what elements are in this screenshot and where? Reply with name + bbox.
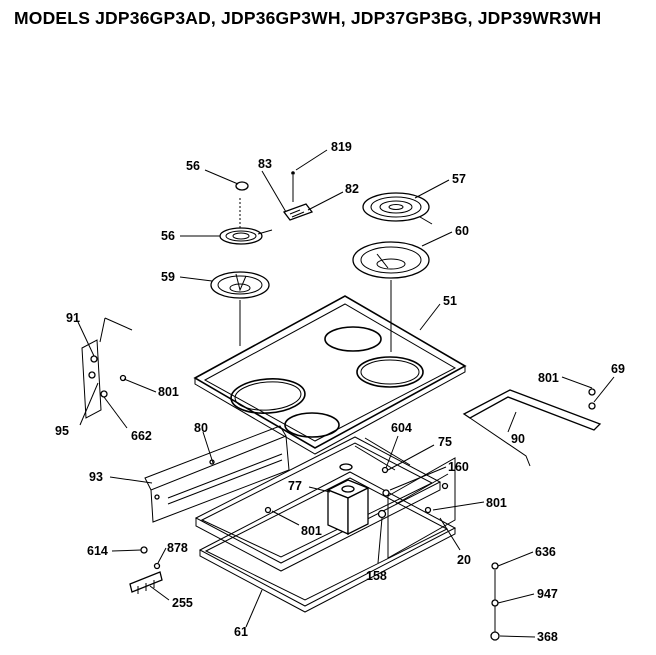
fastener-stack (490, 562, 500, 641)
callout-56a: 56 (186, 159, 200, 173)
screw-801c (264, 506, 272, 514)
page-title: MODELS JDP36GP3AD, JDP36GP3WH, JDP37GP3B… (14, 8, 602, 28)
callout-801a: 801 (158, 385, 179, 399)
callout-77: 77 (288, 479, 302, 493)
drip-pan-small-59 (210, 271, 270, 299)
rear-bracket-90 (462, 388, 602, 467)
callout-614: 614 (87, 544, 108, 558)
callout-69: 69 (611, 362, 625, 376)
callout-368: 368 (537, 630, 558, 644)
callout-947: 947 (537, 587, 558, 601)
callout-59: 59 (161, 270, 175, 284)
callout-604: 604 (391, 421, 412, 435)
callout-90: 90 (511, 432, 525, 446)
leader-lines (77, 149, 615, 638)
callout-61: 61 (234, 625, 248, 639)
callout-160: 160 (448, 460, 469, 474)
switch-block-77 (326, 463, 370, 536)
callout-662: 662 (131, 429, 152, 443)
callout-60: 60 (455, 224, 469, 238)
callout-labels: 56 83 819 82 57 56 60 59 51 91 801 95 66… (55, 140, 625, 644)
callout-83: 83 (258, 157, 272, 171)
callout-95: 95 (55, 424, 69, 438)
callout-75: 75 (438, 435, 452, 449)
callout-57: 57 (452, 172, 466, 186)
callout-636: 636 (535, 545, 556, 559)
cooktop-51 (193, 295, 467, 455)
terminal-strip-255 (129, 546, 163, 594)
callout-20: 20 (457, 553, 471, 567)
terminal-block-82 (282, 203, 314, 221)
callout-255: 255 (172, 596, 193, 610)
screw-160 (382, 489, 390, 497)
screw-604 (381, 466, 389, 474)
knob-56 (235, 181, 249, 191)
screw-158 (377, 509, 387, 519)
callout-51: 51 (443, 294, 457, 308)
surface-element-small-56 (219, 227, 273, 245)
callout-80: 80 (194, 421, 208, 435)
side-bracket-right (354, 437, 456, 559)
callout-82: 82 (345, 182, 359, 196)
callout-819: 819 (331, 140, 352, 154)
callout-801c: 801 (301, 524, 322, 538)
drip-pan-large-60 (352, 241, 430, 279)
side-bracket-left (81, 317, 133, 419)
front-rail-80 (144, 425, 290, 523)
callout-56b: 56 (161, 229, 175, 243)
callout-878: 878 (167, 541, 188, 555)
callout-158: 158 (366, 569, 387, 583)
callout-91: 91 (66, 311, 80, 325)
surface-element-large-57 (362, 192, 433, 225)
callout-801b: 801 (538, 371, 559, 385)
callout-93: 93 (89, 470, 103, 484)
callout-801d: 801 (486, 496, 507, 510)
